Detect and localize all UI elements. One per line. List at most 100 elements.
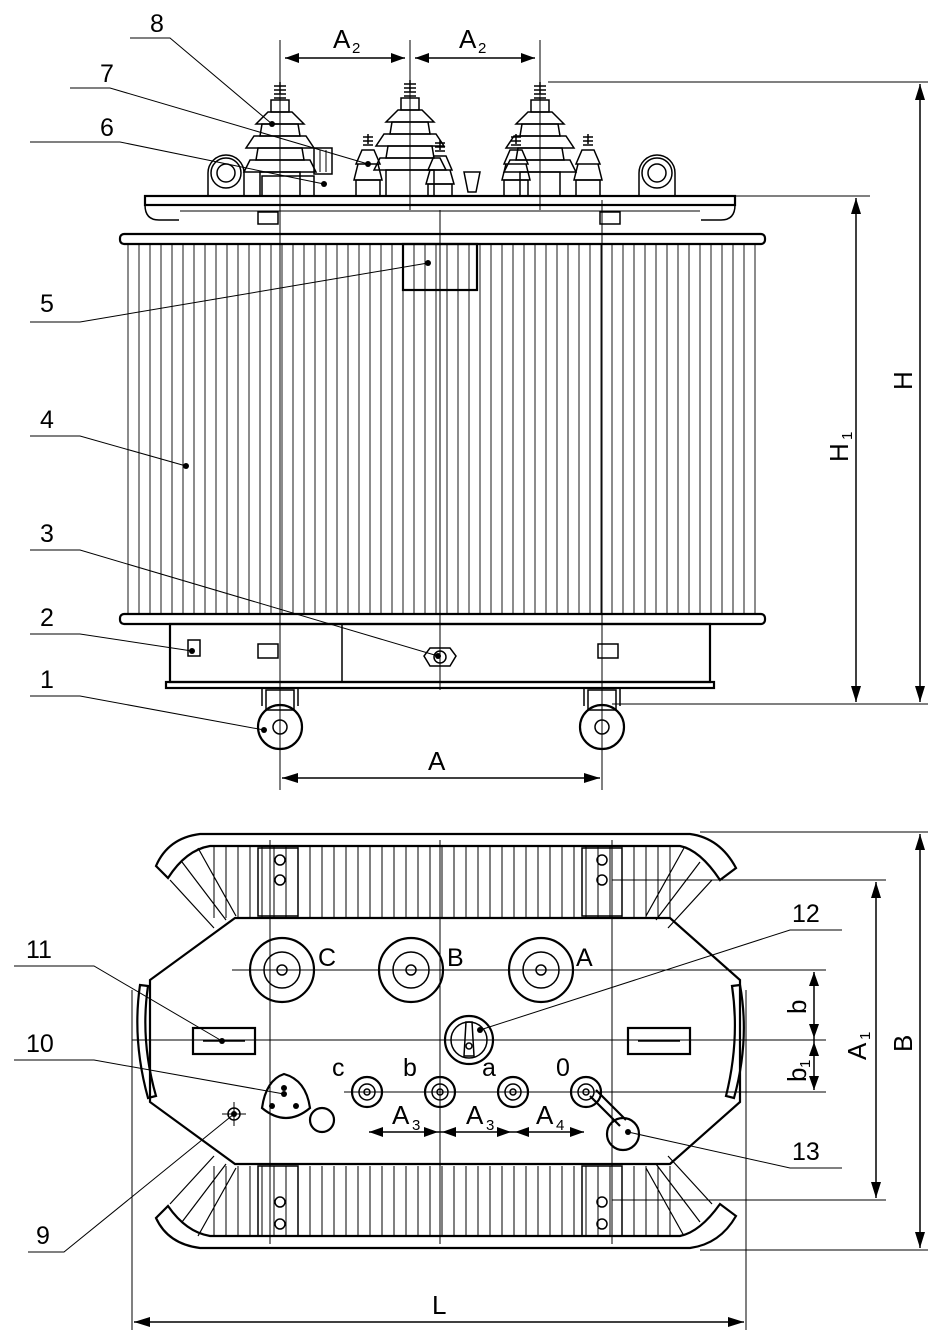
svg-text:4: 4 — [40, 406, 54, 434]
lifting-eye-right — [638, 154, 676, 196]
radiator-top-rail — [118, 232, 767, 246]
dim-b: b b 1 — [782, 972, 819, 1090]
callout-2: 2 — [30, 604, 195, 654]
callout-5: 5 — [30, 260, 431, 323]
cover-plates — [191, 1026, 692, 1056]
thermometer — [261, 147, 333, 197]
callout-3: 3 — [30, 520, 441, 659]
gas-relay — [260, 1072, 336, 1134]
svg-text:1: 1 — [797, 1060, 814, 1068]
callout-7: 7 — [70, 60, 371, 167]
callout-12: 12 — [477, 900, 842, 1033]
svg-text:b: b — [782, 1000, 812, 1014]
lv-bushing-3 — [501, 134, 531, 197]
svg-text:1: 1 — [857, 1032, 874, 1040]
svg-text:4: 4 — [556, 1117, 564, 1134]
callout-1: 1 — [30, 666, 267, 733]
dim-A2: A 2 A 2 — [285, 24, 535, 63]
svg-text:A: A — [466, 1100, 484, 1130]
tap-changer — [443, 1014, 495, 1066]
hv-terminal-A: A — [507, 936, 593, 1004]
lv-terminal-a: a — [482, 1054, 530, 1109]
svg-text:3: 3 — [486, 1117, 494, 1134]
callout-13: 13 — [625, 1129, 842, 1169]
dim-A2-left-main: A — [333, 24, 351, 54]
svg-text:8: 8 — [150, 10, 164, 38]
svg-text:a: a — [482, 1054, 496, 1082]
front-view: A 2 A 2 A H H 1 8 — [30, 10, 928, 790]
svg-text:L: L — [432, 1290, 446, 1320]
radiator-bottom-rail — [118, 612, 767, 626]
radiator-bottom-outline — [154, 1202, 738, 1250]
oil-filler — [589, 1089, 641, 1152]
dim-H1-sub: 1 — [839, 432, 856, 440]
tie-rod-clips-bottom — [257, 643, 619, 659]
tank-cover — [143, 194, 737, 207]
svg-text:11: 11 — [26, 936, 52, 964]
dim-A3-A4: A 3 A 3 A 4 — [369, 1100, 584, 1137]
svg-text:7: 7 — [100, 60, 114, 88]
svg-text:b: b — [782, 1068, 812, 1082]
grounding-clamp — [187, 639, 201, 657]
dim-H-label: H — [888, 371, 918, 390]
dim-A-label: A — [428, 746, 446, 776]
svg-text:3: 3 — [40, 520, 54, 548]
top-center-lines — [132, 840, 826, 1244]
svg-text:13: 13 — [792, 1138, 820, 1166]
svg-text:A: A — [536, 1100, 554, 1130]
callouts-front: 8 7 6 5 4 3 2 — [30, 10, 441, 733]
callout-4: 4 — [30, 406, 189, 469]
svg-text:A: A — [842, 1042, 872, 1060]
svg-text:6: 6 — [100, 114, 114, 142]
svg-text:A: A — [576, 944, 593, 972]
lv-bushing-2 — [425, 140, 455, 197]
hv-terminal-B: B — [377, 936, 464, 1004]
mounting-plates — [257, 847, 623, 1237]
svg-text:0: 0 — [556, 1054, 570, 1082]
hv-bushing-left — [242, 82, 318, 197]
lv-terminals: c b a 0 — [332, 1054, 603, 1109]
svg-text:5: 5 — [40, 290, 54, 318]
callout-11: 11 — [14, 936, 225, 1044]
dim-A2-left-sub: 2 — [352, 40, 360, 57]
svg-text:c: c — [332, 1054, 345, 1082]
svg-text:b: b — [403, 1054, 417, 1082]
dim-A: A — [282, 746, 600, 783]
dim-H1-main: H — [824, 443, 854, 462]
dim-A2-right-main: A — [459, 24, 477, 54]
dim-A1: A 1 — [612, 879, 886, 1201]
radiator-fins-top-view — [169, 846, 713, 1237]
tie-rod-clips-top — [257, 211, 621, 225]
callout-6: 6 — [30, 114, 327, 187]
center-lines — [279, 40, 603, 790]
lv-terminal-b: b — [403, 1054, 457, 1109]
svg-text:C: C — [318, 944, 336, 972]
svg-text:3: 3 — [412, 1117, 420, 1134]
cover-flange — [144, 204, 736, 221]
hv-terminals: C B A — [248, 936, 593, 1004]
callout-9: 9 — [28, 1111, 237, 1253]
svg-text:B: B — [447, 944, 464, 972]
radiator-fins — [127, 244, 756, 614]
dim-A2-right-sub: 2 — [478, 40, 486, 57]
svg-text:1: 1 — [40, 666, 54, 694]
svg-text:B: B — [888, 1035, 918, 1052]
dim-L: L — [131, 990, 747, 1330]
valve-top — [463, 171, 481, 193]
svg-text:9: 9 — [36, 1222, 50, 1250]
dim-H: H H 1 — [548, 81, 928, 705]
lv-bushing-1 — [353, 134, 383, 197]
hv-terminal-C: C — [248, 936, 336, 1004]
lv-terminal-c: c — [332, 1054, 384, 1109]
side-rail-right — [724, 983, 745, 1100]
top-view: C B A c b — [14, 831, 928, 1330]
svg-text:A: A — [392, 1100, 410, 1130]
callout-8: 8 — [130, 10, 275, 127]
callout-10: 10 — [14, 1030, 287, 1097]
side-rail-left — [136, 983, 158, 1100]
tank-cover-top — [148, 916, 742, 1166]
svg-text:10: 10 — [26, 1030, 54, 1058]
callouts-top: 11 10 9 12 13 — [14, 900, 842, 1253]
dim-B: B — [700, 831, 928, 1251]
